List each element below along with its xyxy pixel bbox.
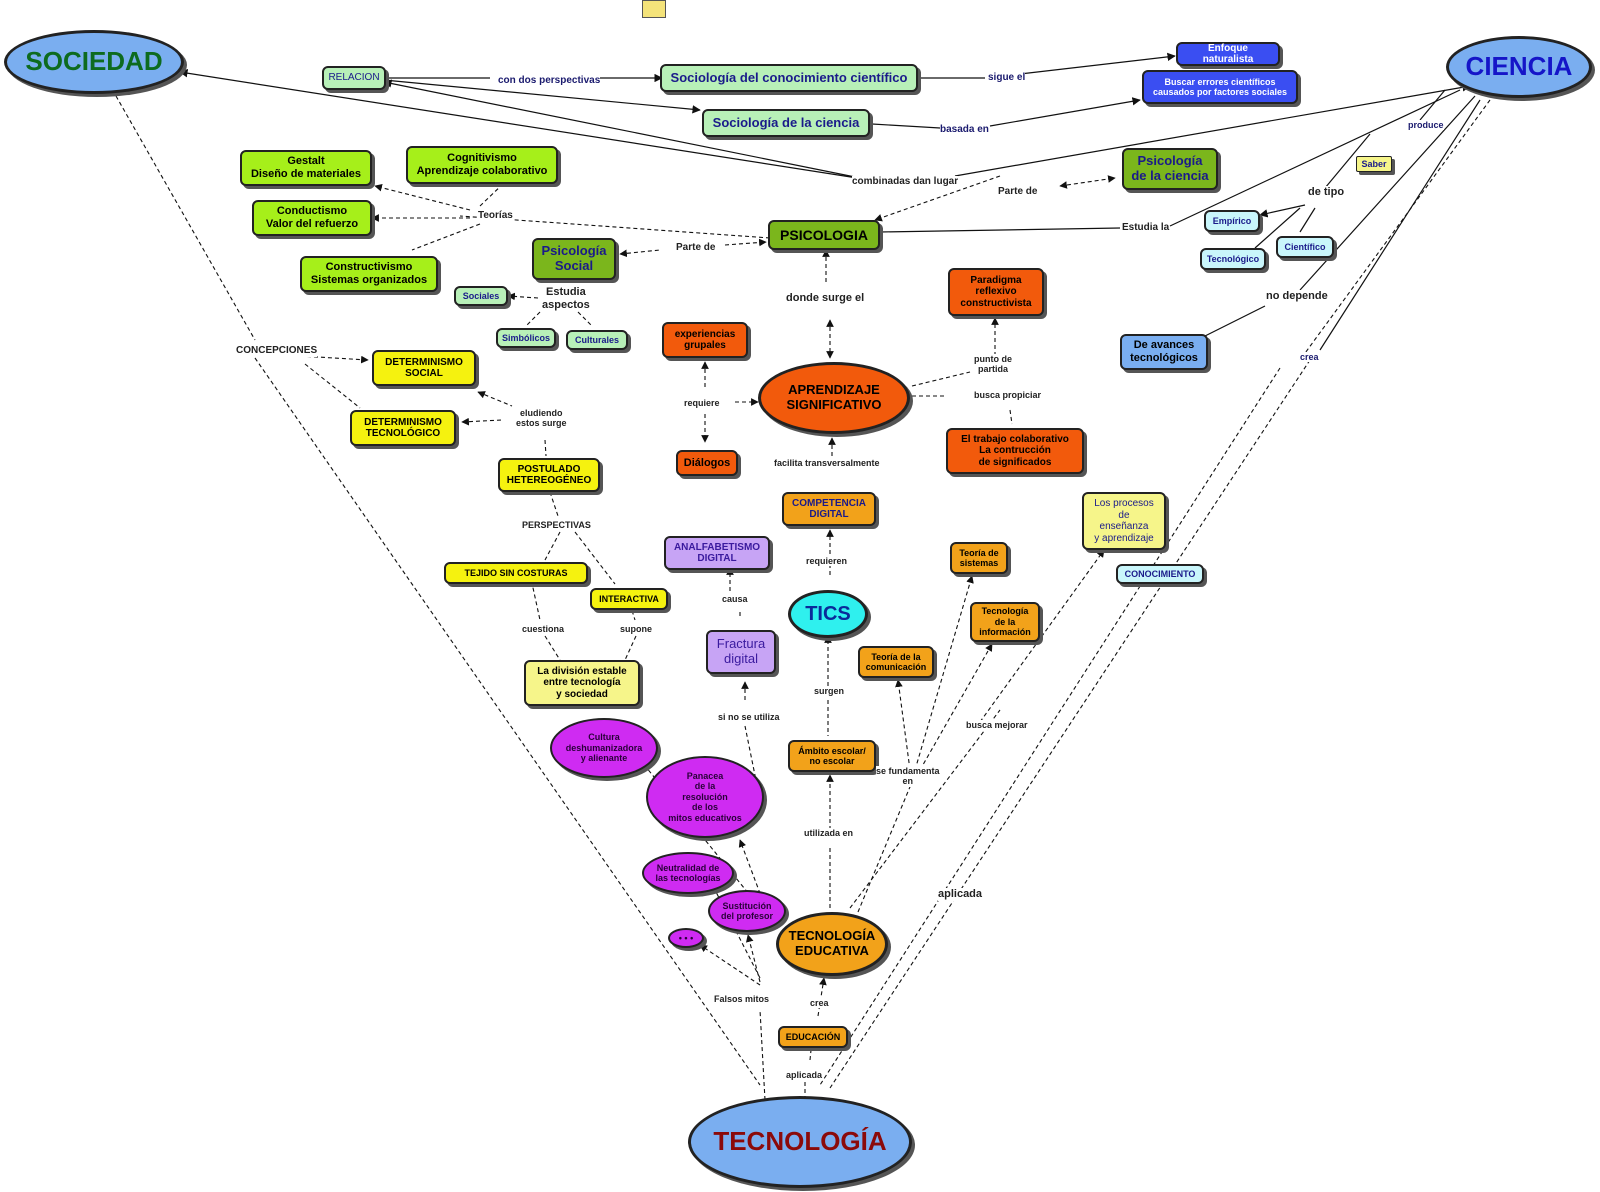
node-conductismo[interactable]: Conductismo Valor del refuerzo	[252, 200, 372, 236]
node-cientifico[interactable]: Científico	[1276, 236, 1334, 258]
link-supone: supone	[620, 624, 653, 635]
link-estudia-aspectos: Estudia aspectos	[542, 286, 590, 312]
node-ambito[interactable]: Ámbito escolar/ no escolar	[788, 740, 876, 772]
node-constructivismo[interactable]: Constructivismo Sistemas organizados	[300, 256, 438, 292]
node-competencia-digital[interactable]: COMPETENCIA DIGITAL	[782, 492, 876, 526]
node-neutralidad[interactable]: Neutralidad de las tecnologías	[642, 852, 734, 894]
node-division[interactable]: La división estable entre tecnología y s…	[524, 660, 640, 706]
node-sustitucion[interactable]: Sustitución del profesor	[708, 890, 786, 932]
link-requieren: requieren	[806, 556, 848, 567]
link-perspectivas: PERSPECTIVAS	[522, 520, 591, 531]
node-tejido[interactable]: TEJIDO SIN COSTURAS	[444, 562, 588, 584]
node-tecnologia[interactable]: TECNOLOGÍA	[688, 1096, 912, 1188]
node-teoria-comunicacion[interactable]: Teoría de la comunicación	[858, 646, 934, 678]
link-crea-1: crea	[1300, 352, 1319, 363]
link-de-tipo: de tipo	[1308, 186, 1345, 199]
node-teoria-sistemas[interactable]: Teoría de sistemas	[950, 542, 1008, 574]
map-icon	[642, 0, 666, 18]
node-sociologia-conocimiento[interactable]: Sociología del conocimiento científico	[660, 64, 918, 92]
link-utilizada-en: utilizada en	[804, 828, 854, 839]
node-relacion[interactable]: RELACION	[322, 66, 386, 90]
link-produce: produce	[1408, 120, 1444, 131]
node-sociedad[interactable]: SOCIEDAD	[4, 30, 184, 94]
link-parte-de-1: Parte de	[998, 186, 1038, 198]
link-aplicada-1: aplicada	[938, 888, 983, 901]
link-no-depende: no depende	[1266, 290, 1328, 303]
link-parte-de-2: Parte de	[676, 242, 716, 254]
node-tecnologia-informacion[interactable]: Tecnología de la información	[970, 602, 1040, 642]
link-con-dos-perspectivas: con dos perspectivas	[498, 75, 601, 87]
node-paradigma[interactable]: Paradigma reflexivo constructivista	[948, 268, 1044, 316]
node-ciencia[interactable]: CIENCIA	[1446, 36, 1592, 98]
node-simbolicos[interactable]: Simbólicos	[496, 328, 556, 348]
link-basada-en: basada en	[940, 124, 989, 136]
node-aprendizaje[interactable]: APRENDIZAJE SIGNIFICATIVO	[758, 362, 910, 434]
link-facilita: facilita transversalmente	[774, 458, 880, 469]
link-estudia-la: Estudia la	[1122, 222, 1170, 234]
node-interactiva[interactable]: INTERACTIVA	[590, 588, 668, 610]
node-postulado[interactable]: POSTULADO HETEREOGÉNEO	[498, 458, 600, 492]
node-culturales[interactable]: Culturales	[566, 330, 628, 350]
node-tics[interactable]: TICS	[788, 590, 868, 638]
node-enfoque-naturalista[interactable]: Enfoque naturalista	[1176, 42, 1280, 66]
link-requiere: requiere	[684, 398, 720, 409]
link-teorias: Teorías	[478, 210, 513, 222]
link-busca-propiciar: busca propiciar	[974, 390, 1042, 401]
node-fractura-digital[interactable]: Fractura digital	[706, 630, 776, 674]
node-determinismo-tecnologico[interactable]: DETERMINISMO TECNOLÓGICO	[350, 410, 456, 446]
link-causa: causa	[722, 594, 748, 605]
node-psicologia[interactable]: PSICOLOGIA	[768, 220, 880, 250]
node-buscar-errores[interactable]: Buscar errores científicos causados por …	[1142, 70, 1298, 104]
node-analfabetismo[interactable]: ANALFABETISMO DIGITAL	[664, 536, 770, 570]
node-determinismo-social[interactable]: DETERMINISMO SOCIAL	[372, 350, 476, 386]
node-procesos[interactable]: Los procesos de enseñanza y aprendizaje	[1082, 492, 1166, 550]
link-busca-mejorar: busca mejorar	[966, 720, 1028, 731]
link-cuestiona: cuestiona	[522, 624, 565, 635]
link-eludiendo: eludiendo estos surge	[516, 408, 567, 429]
node-experiencias[interactable]: experiencias grupales	[662, 322, 748, 358]
link-concepciones: CONCEPCIONES	[236, 345, 318, 357]
node-psicologia-social[interactable]: Psicología Social	[532, 238, 616, 280]
node-empirico[interactable]: Empírico	[1204, 210, 1260, 232]
link-surgen: surgen	[814, 686, 845, 697]
link-sigue-el: sigue el	[988, 72, 1026, 84]
link-si-no-se-utiliza: si no se utiliza	[718, 712, 780, 723]
link-donde-surge: donde surge el	[786, 292, 865, 305]
node-trabajo-colaborativo[interactable]: El trabajo colaborativo La contrucción d…	[946, 428, 1084, 474]
link-crea-2: crea	[810, 998, 829, 1009]
node-dots[interactable]: • • •	[668, 928, 704, 948]
link-falsos-mitos: Falsos mitos	[714, 994, 770, 1005]
link-aplicada-2: aplicada	[786, 1070, 823, 1081]
node-gestalt[interactable]: Gestalt Diseño de materiales	[240, 150, 372, 186]
node-educacion[interactable]: EDUCACIÓN	[778, 1026, 848, 1048]
node-cultura[interactable]: Cultura deshumanizadora y alienante	[550, 718, 658, 778]
node-dialogos[interactable]: Diálogos	[676, 450, 738, 476]
node-tecnologico[interactable]: Tecnológico	[1200, 248, 1266, 270]
node-saber[interactable]: Saber	[1356, 156, 1392, 172]
node-tecnologia-educativa[interactable]: TECNOLOGÍA EDUCATIVA	[776, 912, 888, 976]
link-se-fundamenta: se fundamenta en	[876, 766, 940, 787]
link-punto-partida: punto de partida	[974, 354, 1012, 375]
node-sociologia-ciencia[interactable]: Sociología de la ciencia	[702, 109, 870, 137]
node-panacea[interactable]: Panacea de la resolución de los mitos ed…	[646, 756, 764, 838]
node-psicologia-ciencia[interactable]: Psicología de la ciencia	[1122, 148, 1218, 190]
node-sociales[interactable]: Sociales	[454, 286, 508, 306]
node-avances[interactable]: De avances tecnológicos	[1120, 334, 1208, 370]
node-conocimiento[interactable]: CONOCIMIENTO	[1116, 564, 1204, 584]
link-combinadas: combinadas dan lugar	[852, 176, 959, 188]
node-cognitivismo[interactable]: Cognitivismo Aprendizaje colaborativo	[406, 146, 558, 184]
